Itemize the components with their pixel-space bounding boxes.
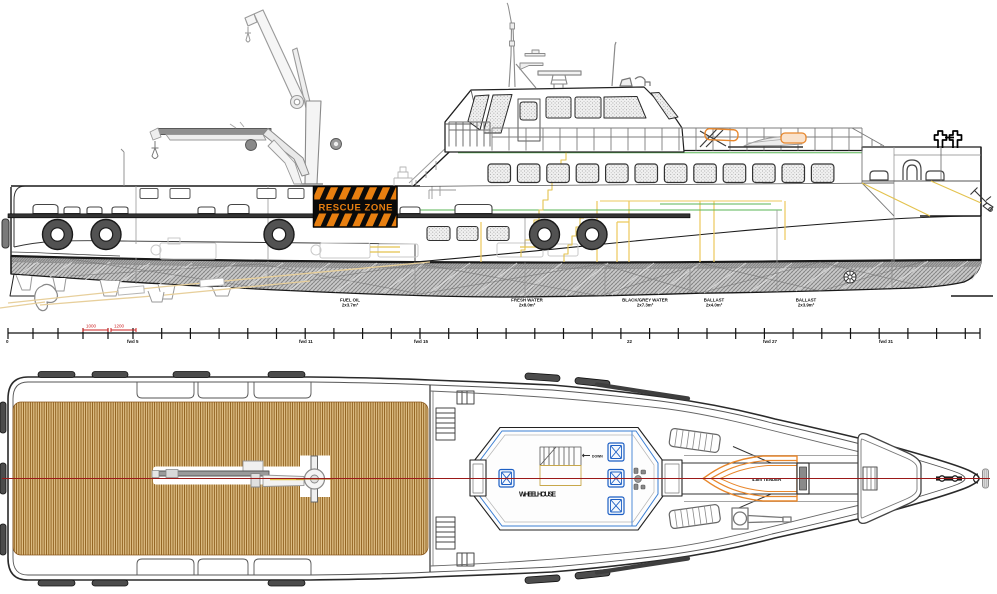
svg-text:4.8m TENDER: 4.8m TENDER xyxy=(752,477,782,482)
svg-text:BLACK/GREY WATER: BLACK/GREY WATER xyxy=(622,298,669,303)
svg-text:2x3.7m³: 2x3.7m³ xyxy=(342,303,359,308)
svg-text:WHEELHOUSE: WHEELHOUSE xyxy=(519,492,556,499)
svg-text:fwd 27: fwd 27 xyxy=(763,339,778,344)
svg-text:2x8.0m³: 2x8.0m³ xyxy=(519,303,536,308)
svg-text:fwd 5: fwd 5 xyxy=(127,339,139,344)
svg-text:1000: 1000 xyxy=(86,324,97,329)
svg-text:0: 0 xyxy=(6,339,9,344)
svg-text:BALLAST: BALLAST xyxy=(704,298,725,303)
svg-text:22: 22 xyxy=(627,339,633,344)
svg-text:FRESH WATER: FRESH WATER xyxy=(511,298,543,303)
svg-text:2x4.0m³: 2x4.0m³ xyxy=(706,303,723,308)
svg-text:RESCUE ZONE: RESCUE ZONE xyxy=(319,203,393,214)
svg-text:2x3.9m³: 2x3.9m³ xyxy=(798,303,815,308)
svg-text:1200: 1200 xyxy=(114,324,125,329)
svg-text:fwd 15: fwd 15 xyxy=(414,339,429,344)
svg-text:fwd 31: fwd 31 xyxy=(879,339,894,344)
svg-text:DOWN: DOWN xyxy=(592,454,603,458)
svg-text:BALLAST: BALLAST xyxy=(796,298,817,303)
svg-text:fwd 11: fwd 11 xyxy=(299,339,313,344)
svg-text:2x7.3m³: 2x7.3m³ xyxy=(637,303,654,308)
svg-text:FUEL OIL: FUEL OIL xyxy=(340,298,360,303)
